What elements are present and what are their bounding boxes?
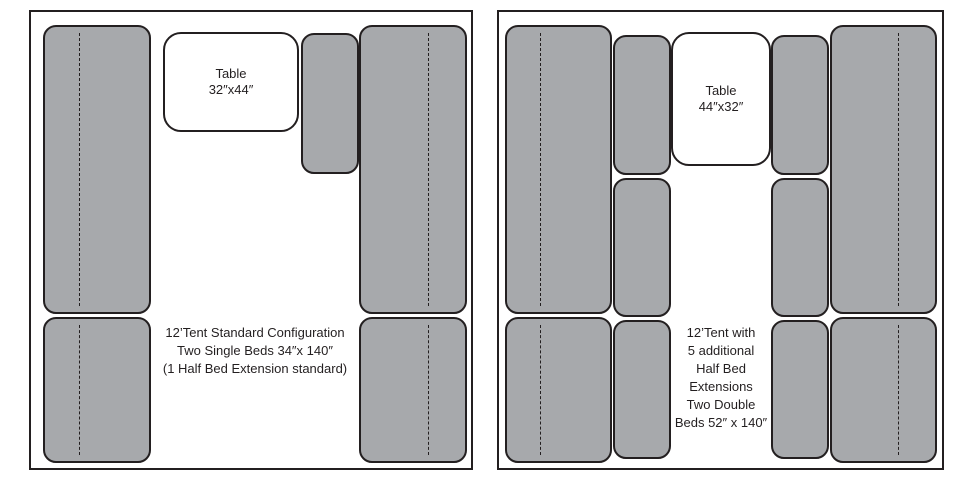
right-table-label: Table 44″x32″ [698,83,744,114]
left-bed-extension-1 [43,317,151,463]
right-half-bed-left-1 [613,35,671,175]
left-caption-text: 12’Tent Standard Configuration Two Singl… [162,325,348,376]
right-bed-main-2 [830,25,937,314]
left-tent-layout: Table 32″x44″ 12’Tent Standard Configura… [29,10,473,470]
right-caption: 12’Tent with 5 additional Half Bed Exten… [671,324,771,432]
bed-seam-line [540,325,541,455]
right-bed-extension-2 [830,317,937,463]
bed-seam-line [898,33,899,306]
right-half-bed-left-2 [613,178,671,317]
right-half-bed-right-2 [771,178,829,317]
right-bed-extension-1 [505,317,612,463]
right-tent-layout: Table 44″x32″ 12’Tent with 5 additional … [497,10,944,470]
left-bed-main-2 [359,25,467,314]
left-table: Table 32″x44″ [163,32,299,132]
bed-seam-line [428,325,429,455]
left-table-label: Table 32″x44″ [208,66,254,97]
left-bed-extension-2 [359,317,467,463]
right-half-bed-left-3 [613,320,671,459]
right-half-bed-right-1 [771,35,829,175]
bed-seam-line [79,33,80,306]
bed-seam-line [79,325,80,455]
right-caption-text: 12’Tent with 5 additional Half Bed Exten… [674,325,768,430]
left-caption: 12’Tent Standard Configuration Two Singl… [151,324,359,378]
right-table: Table 44″x32″ [671,32,771,166]
right-bed-main-1 [505,25,612,314]
bed-seam-line [540,33,541,306]
left-half-bed-extension [301,33,359,174]
bed-seam-line [898,325,899,455]
left-bed-main-1 [43,25,151,314]
right-half-bed-right-3 [771,320,829,459]
bed-seam-line [428,33,429,306]
